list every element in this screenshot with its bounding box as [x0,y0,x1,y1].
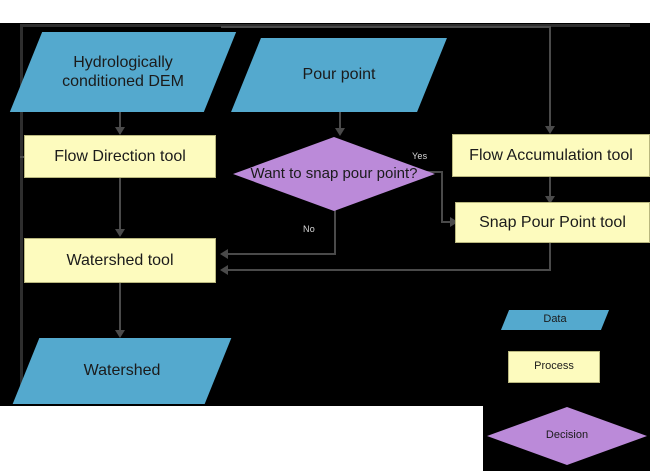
edge-label-yes: Yes [412,151,428,161]
arrowhead-pourpoint-to-decision [335,128,345,136]
connector-flowdirection-to-watershedtool [119,178,121,234]
legend-item-decision: Decision [487,407,647,465]
node-watershed-tool[interactable]: Watershed tool [24,238,216,283]
edge-label-no: No [303,224,315,234]
node-want-to-snap-pour-point[interactable]: Want to snap pour point? [233,137,435,211]
arrowhead-flowdirection-to-watershedtool [115,229,125,237]
node-snap-pour-point-tool[interactable]: Snap Pour Point tool [455,202,650,243]
node-hydrologically-conditioned-dem[interactable]: Hydrologically conditioned DEM [9,32,237,112]
arrowhead-to-flowaccumulation [545,126,555,134]
connector-snappourpoint-down [549,243,551,271]
node-label: Pour point [302,66,376,84]
node-label: Flow Direction tool [54,147,186,165]
legend-item-process: Process [508,351,600,383]
node-label: Snap Pour Point tool [479,213,626,231]
node-label: Hydrologically conditioned DEM [62,53,184,90]
connector-snappourpoint-to-watershedtool [228,269,551,271]
connector-dem-to-flowdirection [119,112,121,134]
connector-no-vertical [334,207,336,254]
node-watershed[interactable]: Watershed [12,338,232,404]
connector-top-rail [221,26,551,28]
connector-watershedtool-to-watershed [119,283,121,335]
arrowhead-dem-to-flowdirection [115,127,125,135]
legend-label: Process [534,360,574,373]
arrowhead-no-to-watershedtool [220,249,228,259]
node-label: Flow Accumulation tool [469,146,633,164]
connector-flowaccumulation-to-snappourpoint [549,177,551,200]
node-flow-direction-tool[interactable]: Flow Direction tool [24,135,216,178]
arrowhead-yes-to-snappourpoint [450,217,458,227]
legend-item-data: Data [500,310,610,330]
legend-label: Data [543,313,567,326]
node-pour-point[interactable]: Pour point [231,38,447,112]
node-label: Watershed tool [66,251,174,269]
legend-label: Decision [545,429,589,442]
connector-rail-down-to-flowaccumulation [549,26,551,132]
connector-yes-horizontal [425,171,443,173]
arrowhead-snappourpoint-to-watershedtool [220,265,228,275]
node-flow-accumulation-tool[interactable]: Flow Accumulation tool [452,134,650,177]
connector-yes-into-snap [441,221,455,223]
connector-pourpoint-to-decision [339,112,341,134]
node-label: Watershed [83,362,161,380]
connector-no-horizontal [228,253,336,255]
node-label: Want to snap pour point? [250,165,418,182]
connector-yes-vertical [441,171,443,222]
arrowhead-watershedtool-to-watershed [115,330,125,338]
arrowhead-flowaccumulation-to-snappourpoint [545,196,555,204]
